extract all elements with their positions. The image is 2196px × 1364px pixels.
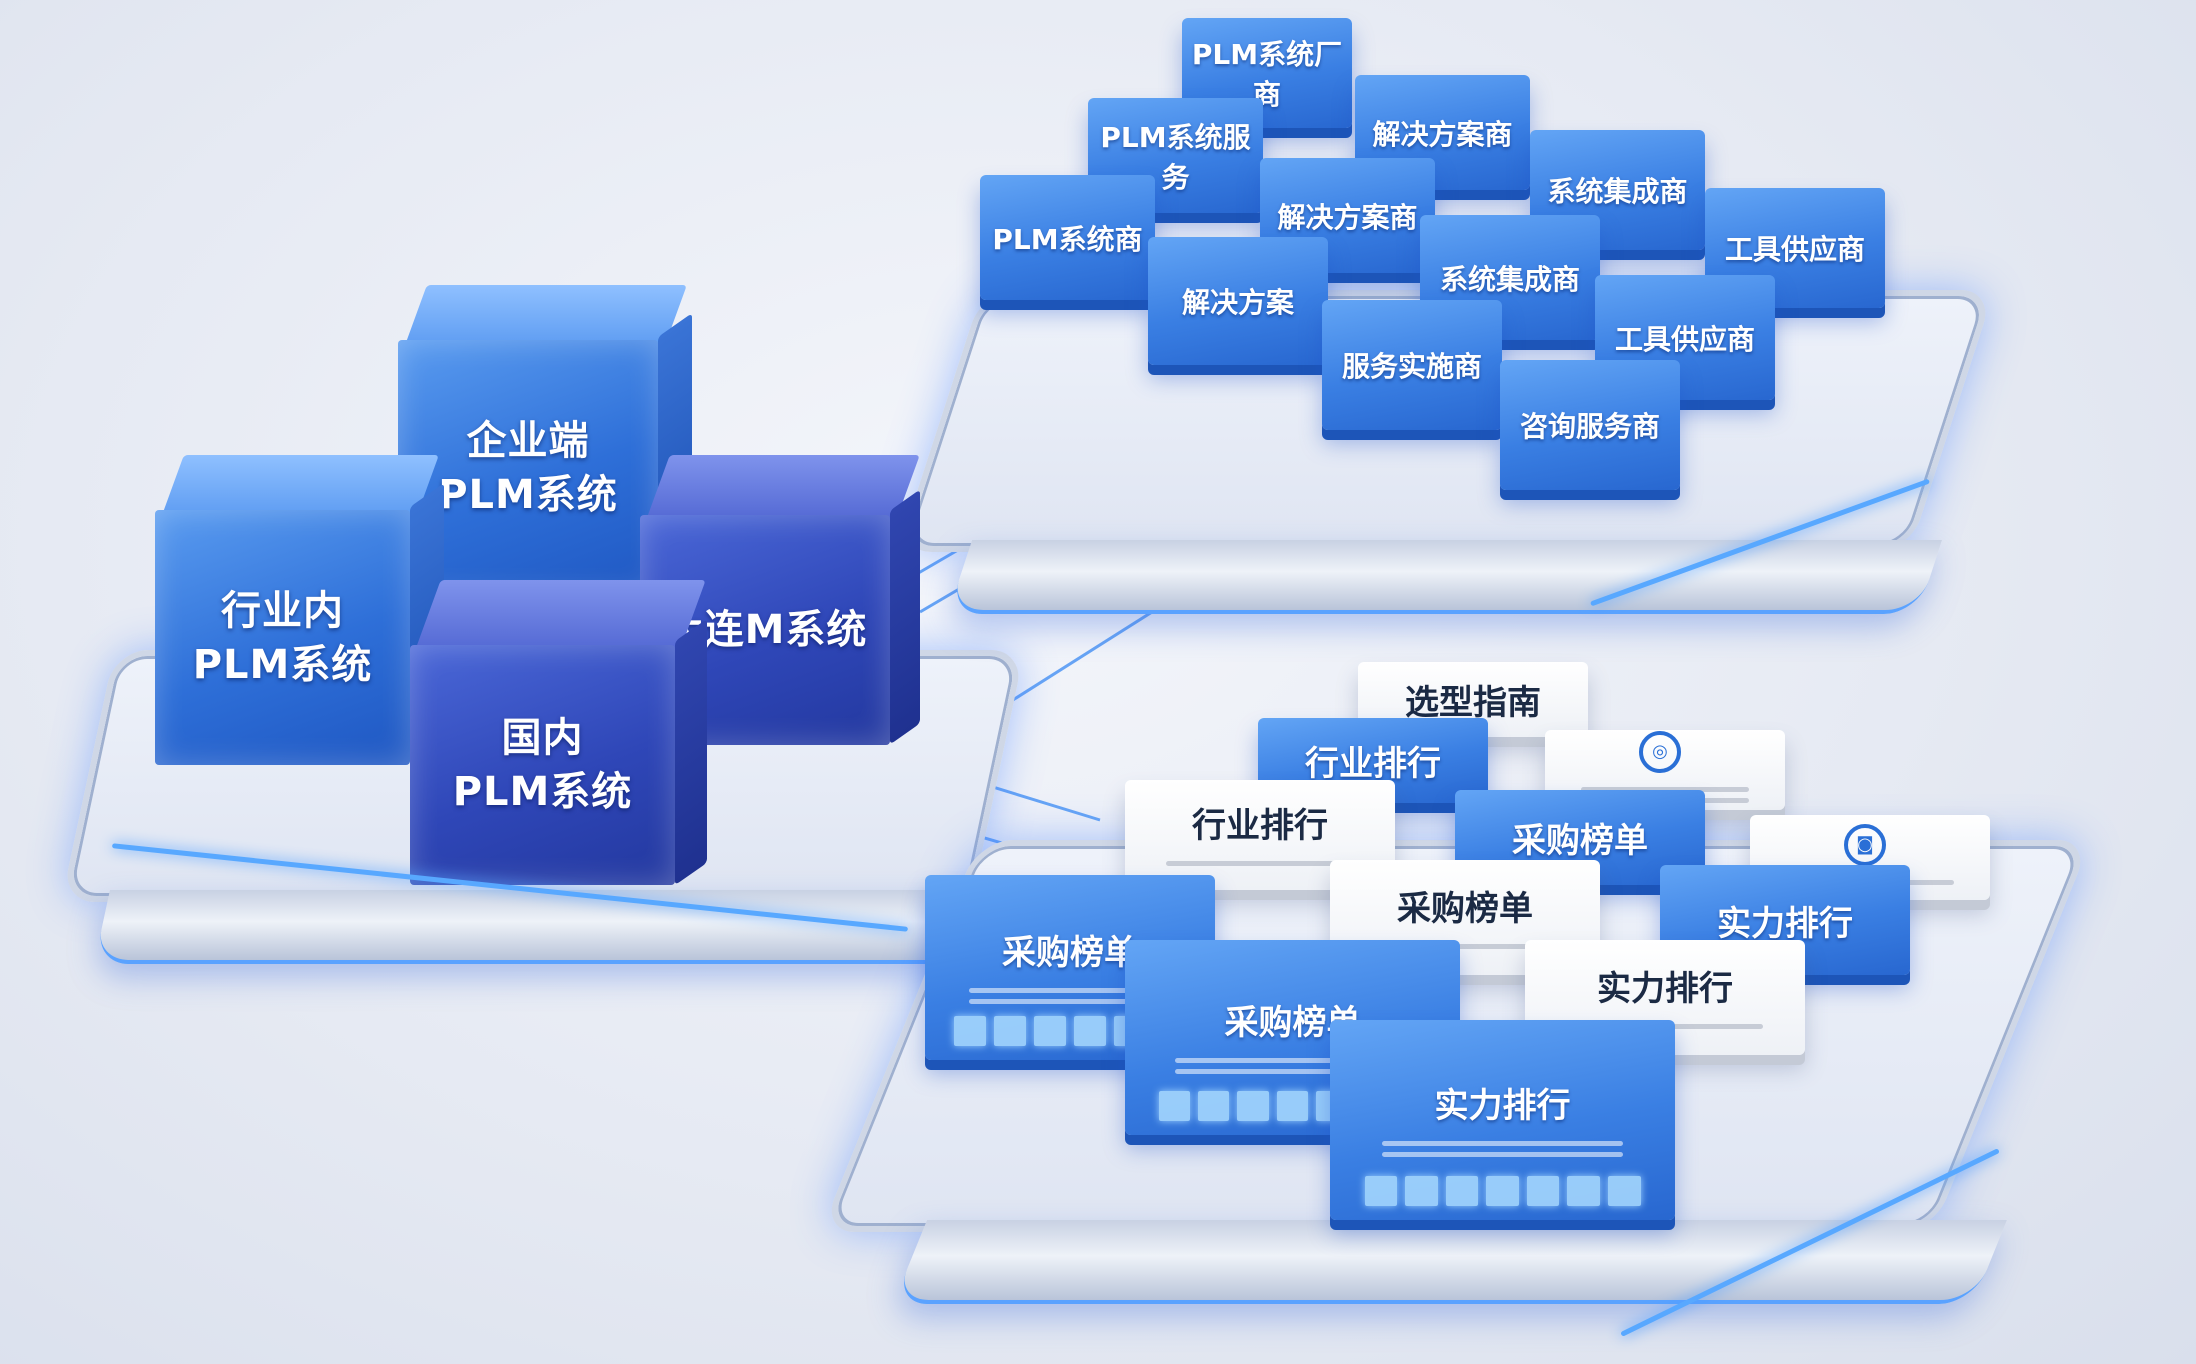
placeholder-lines bbox=[1165, 855, 1355, 872]
cube-label-line1: 企业端 bbox=[466, 417, 590, 464]
cube-label-line2: PLM系统 bbox=[452, 769, 633, 815]
upper-tile[interactable]: 解决方案商 bbox=[1260, 158, 1435, 273]
badge-icon: ◎ bbox=[1639, 731, 1681, 773]
badge-row: ◙ bbox=[1844, 824, 1896, 866]
placeholder-lines bbox=[968, 982, 1172, 1010]
upper-tile[interactable]: 咨询服务商 bbox=[1500, 360, 1680, 490]
lower-tile[interactable]: 采购榜单 bbox=[925, 875, 1215, 1060]
badge-icon: ◙ bbox=[1844, 824, 1886, 866]
upper-tile[interactable]: 工具供应商 bbox=[1595, 275, 1775, 400]
cube-label-line2: PLM系统 bbox=[438, 471, 618, 518]
lower-tile[interactable]: 实力排行 bbox=[1330, 1020, 1675, 1220]
upper-tile[interactable]: PLM系统商 bbox=[980, 175, 1155, 300]
upper-tile[interactable]: 服务实施商 bbox=[1322, 300, 1502, 430]
placeholder-lines bbox=[1381, 1135, 1624, 1163]
glow-bars bbox=[1364, 1176, 1641, 1206]
placeholder-lines bbox=[1370, 938, 1560, 955]
badge-row: ◎ bbox=[1639, 731, 1691, 773]
cube-label-line1: 行业内 bbox=[221, 587, 344, 634]
cube-label-line1: 国内 bbox=[501, 715, 584, 761]
cube-label-line2: PLM系统 bbox=[192, 641, 373, 688]
placeholder-lines bbox=[1175, 1052, 1410, 1080]
upper-tile[interactable]: 解决方案 bbox=[1148, 237, 1328, 365]
upper-tile[interactable]: PLM系统厂商 bbox=[1182, 18, 1352, 128]
